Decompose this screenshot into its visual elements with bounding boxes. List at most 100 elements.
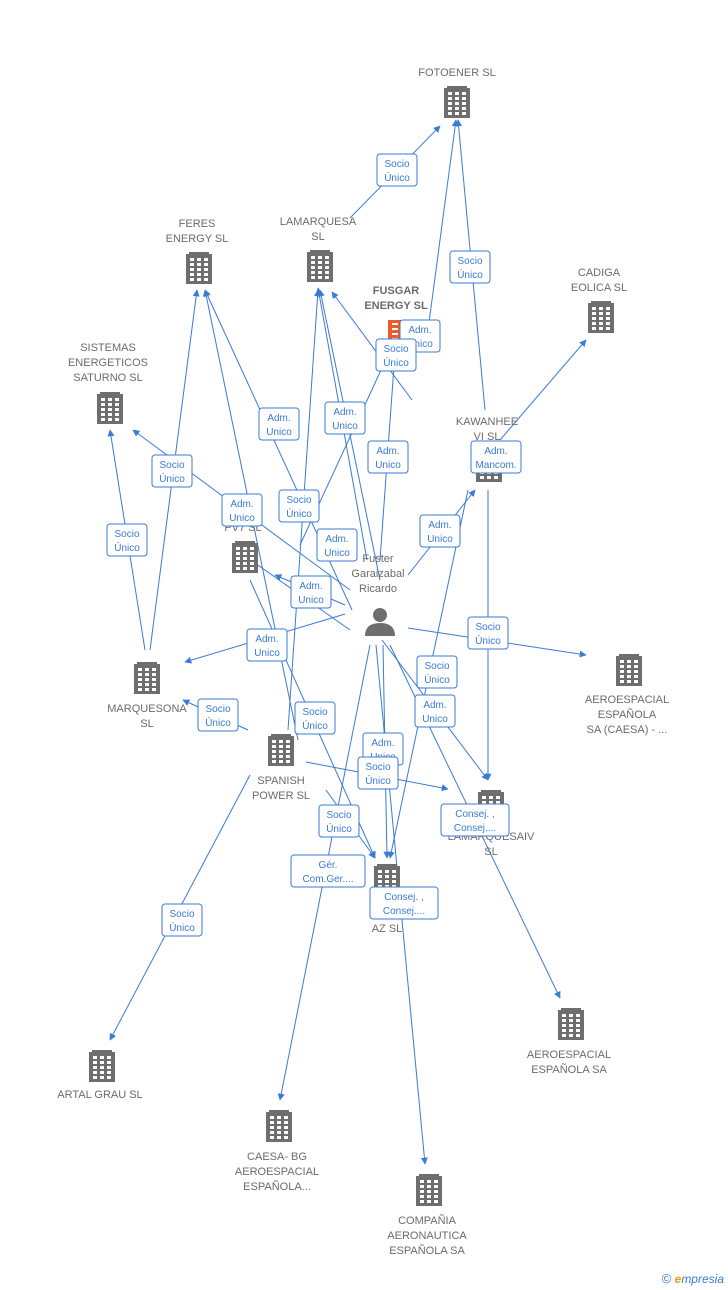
building-icon bbox=[416, 1174, 442, 1206]
node-label: ARTAL GRAU SL bbox=[57, 1089, 142, 1101]
node-caesabg[interactable]: CAESA- BGAEROESPACIALESPAÑOLA... bbox=[235, 1110, 319, 1193]
edge-role-text: Consej.... bbox=[454, 823, 496, 834]
edge-role-text: Unico bbox=[229, 513, 255, 524]
node-label: ESPAÑOLA SA bbox=[531, 1063, 607, 1076]
edge-role-label[interactable]: Adm.Unico bbox=[290, 575, 332, 609]
edge-role-label[interactable]: Adm.Unico bbox=[367, 440, 409, 474]
edge-role-text: Unico bbox=[407, 339, 433, 350]
node-label: FERES bbox=[179, 218, 216, 230]
node-artal[interactable]: ARTAL GRAU SL bbox=[57, 1050, 143, 1101]
edge-role-label[interactable]: Adm. Unico bbox=[221, 493, 263, 527]
building-icon bbox=[588, 301, 614, 333]
edge-role-text: Socio bbox=[475, 622, 500, 633]
edge-role-label[interactable]: Adm.Mancom. bbox=[470, 440, 522, 474]
node-label: AEROESPACIAL bbox=[585, 694, 669, 706]
edge-role-text: Unico bbox=[427, 534, 453, 545]
edge-labels-layer: SocioÚnicoSocioÚnicoAdm.UnicoSocioÚnicoA… bbox=[106, 153, 522, 937]
node-label: ENERGETICOS bbox=[68, 357, 148, 369]
edge-role-text: Socio bbox=[169, 909, 194, 920]
edge-role-label[interactable]: Consej. , Consej.... bbox=[440, 803, 510, 837]
edge-role-label[interactable]: Consej. ,Consej.... bbox=[369, 886, 439, 920]
edge-role-text: Consej. , bbox=[384, 892, 423, 903]
node-label: CADIGA bbox=[578, 267, 621, 279]
node-label: ENERGY SL bbox=[166, 233, 229, 245]
edge-role-text: Com.Ger.... bbox=[302, 874, 353, 885]
edge-role-label[interactable]: Adm. Unico bbox=[258, 407, 300, 441]
edge-role-text: Único bbox=[302, 719, 328, 732]
node-label: SPANISH bbox=[257, 775, 305, 787]
edge-role-text: Socio bbox=[205, 704, 230, 715]
edge-role-text: Único bbox=[424, 673, 450, 686]
relationship-edge bbox=[317, 289, 381, 581]
edge-role-text: Adm. bbox=[325, 534, 348, 545]
edge-role-text: Único bbox=[169, 921, 195, 934]
edge-role-text: Socio bbox=[159, 460, 184, 471]
relationship-edge bbox=[331, 291, 413, 401]
building-icon bbox=[97, 392, 123, 424]
edge-role-label[interactable]: Adm.Unico bbox=[246, 628, 288, 662]
node-aeroespacial[interactable]: AEROESPACIAL ESPAÑOLA SA bbox=[527, 1008, 611, 1076]
node-feres[interactable]: FERES ENERGY SL bbox=[166, 218, 229, 284]
edge-role-text: Adm. bbox=[267, 413, 290, 424]
node-label: COMPAÑIA bbox=[398, 1214, 457, 1227]
node-label: SATURNO SL bbox=[73, 372, 142, 384]
node-label: SL bbox=[311, 231, 324, 243]
building-icon bbox=[558, 1008, 584, 1040]
edge-role-label[interactable]: Adm.Unico bbox=[324, 401, 366, 435]
edge-role-text: Único bbox=[286, 507, 312, 520]
node-label: AEROESPACIAL bbox=[527, 1049, 611, 1061]
copyright-symbol: © bbox=[661, 1271, 672, 1286]
node-label: ESPAÑOLA SA bbox=[389, 1244, 465, 1257]
node-fotoener[interactable]: FOTOENER SL bbox=[418, 67, 496, 118]
edge-role-label[interactable]: Adm.Unico bbox=[419, 514, 461, 548]
edge-role-label[interactable]: Adm.Unico bbox=[316, 528, 358, 562]
edge-role-text: Adm. bbox=[408, 325, 431, 336]
edge-role-text: Socio bbox=[114, 529, 139, 540]
edge-role-text: Único bbox=[475, 634, 501, 647]
edge-role-text: Adm. bbox=[376, 446, 399, 457]
edge-role-text: Socio bbox=[384, 159, 409, 170]
edge-role-text: Unico bbox=[266, 427, 292, 438]
node-label: SA (CAESA) - ... bbox=[587, 724, 668, 736]
edge-role-text: Socio bbox=[286, 495, 311, 506]
edge-role-text: Único bbox=[159, 472, 185, 485]
edge-role-text: Adm. bbox=[484, 446, 507, 457]
node-label: FOTOENER SL bbox=[418, 67, 495, 79]
edge-role-text: Socio bbox=[302, 707, 327, 718]
node-label: AEROESPACIAL bbox=[235, 1166, 319, 1178]
building-icon bbox=[186, 252, 212, 284]
edge-role-label[interactable]: Gér. Com.Ger.... bbox=[290, 854, 366, 888]
edge-role-text: Único bbox=[457, 268, 483, 281]
edge-role-text: Único bbox=[114, 541, 140, 554]
edge-role-text: Único bbox=[326, 822, 352, 835]
node-label: SL bbox=[484, 846, 497, 858]
edge-role-text: Adm. bbox=[230, 499, 253, 510]
edge-role-text: Consej. , bbox=[455, 809, 494, 820]
edge-role-text: Gér. bbox=[319, 860, 338, 871]
edge-role-label[interactable]: Adm.Unico bbox=[414, 694, 456, 728]
edge-role-text: Único bbox=[383, 356, 409, 369]
